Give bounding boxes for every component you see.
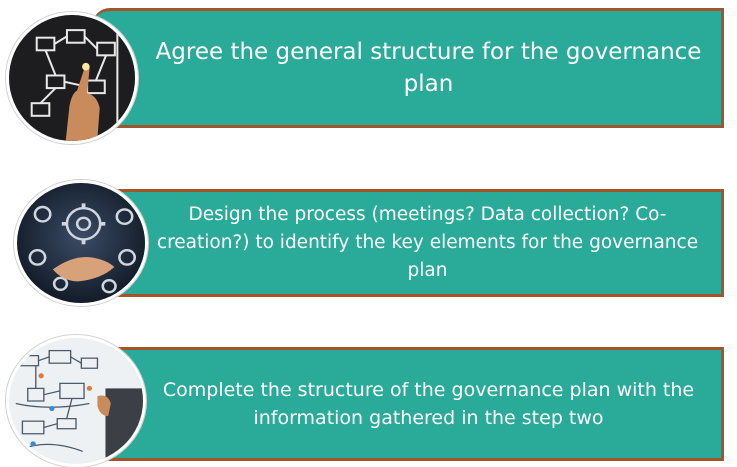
step-3-text: Complete the structure of the governance… (162, 379, 695, 429)
step-2-banner: Design the process (meetings? Data colle… (92, 189, 724, 297)
step-3: Complete the structure of the governance… (0, 335, 737, 467)
step-2: Design the process (meetings? Data colle… (0, 175, 737, 306)
step-1-text: Agree the general structure for the gove… (155, 39, 702, 97)
step-3-banner: Complete the structure of the governance… (92, 347, 724, 461)
step-1: Agree the general structure for the gove… (0, 0, 737, 144)
gear-hand-icon (14, 180, 148, 306)
step-2-text: Design the process (meetings? Data colle… (156, 204, 699, 281)
flowchart-hand-icon (6, 12, 138, 144)
whiteboard-sketch-icon (6, 335, 146, 467)
step-1-banner: Agree the general structure for the gove… (92, 8, 724, 128)
